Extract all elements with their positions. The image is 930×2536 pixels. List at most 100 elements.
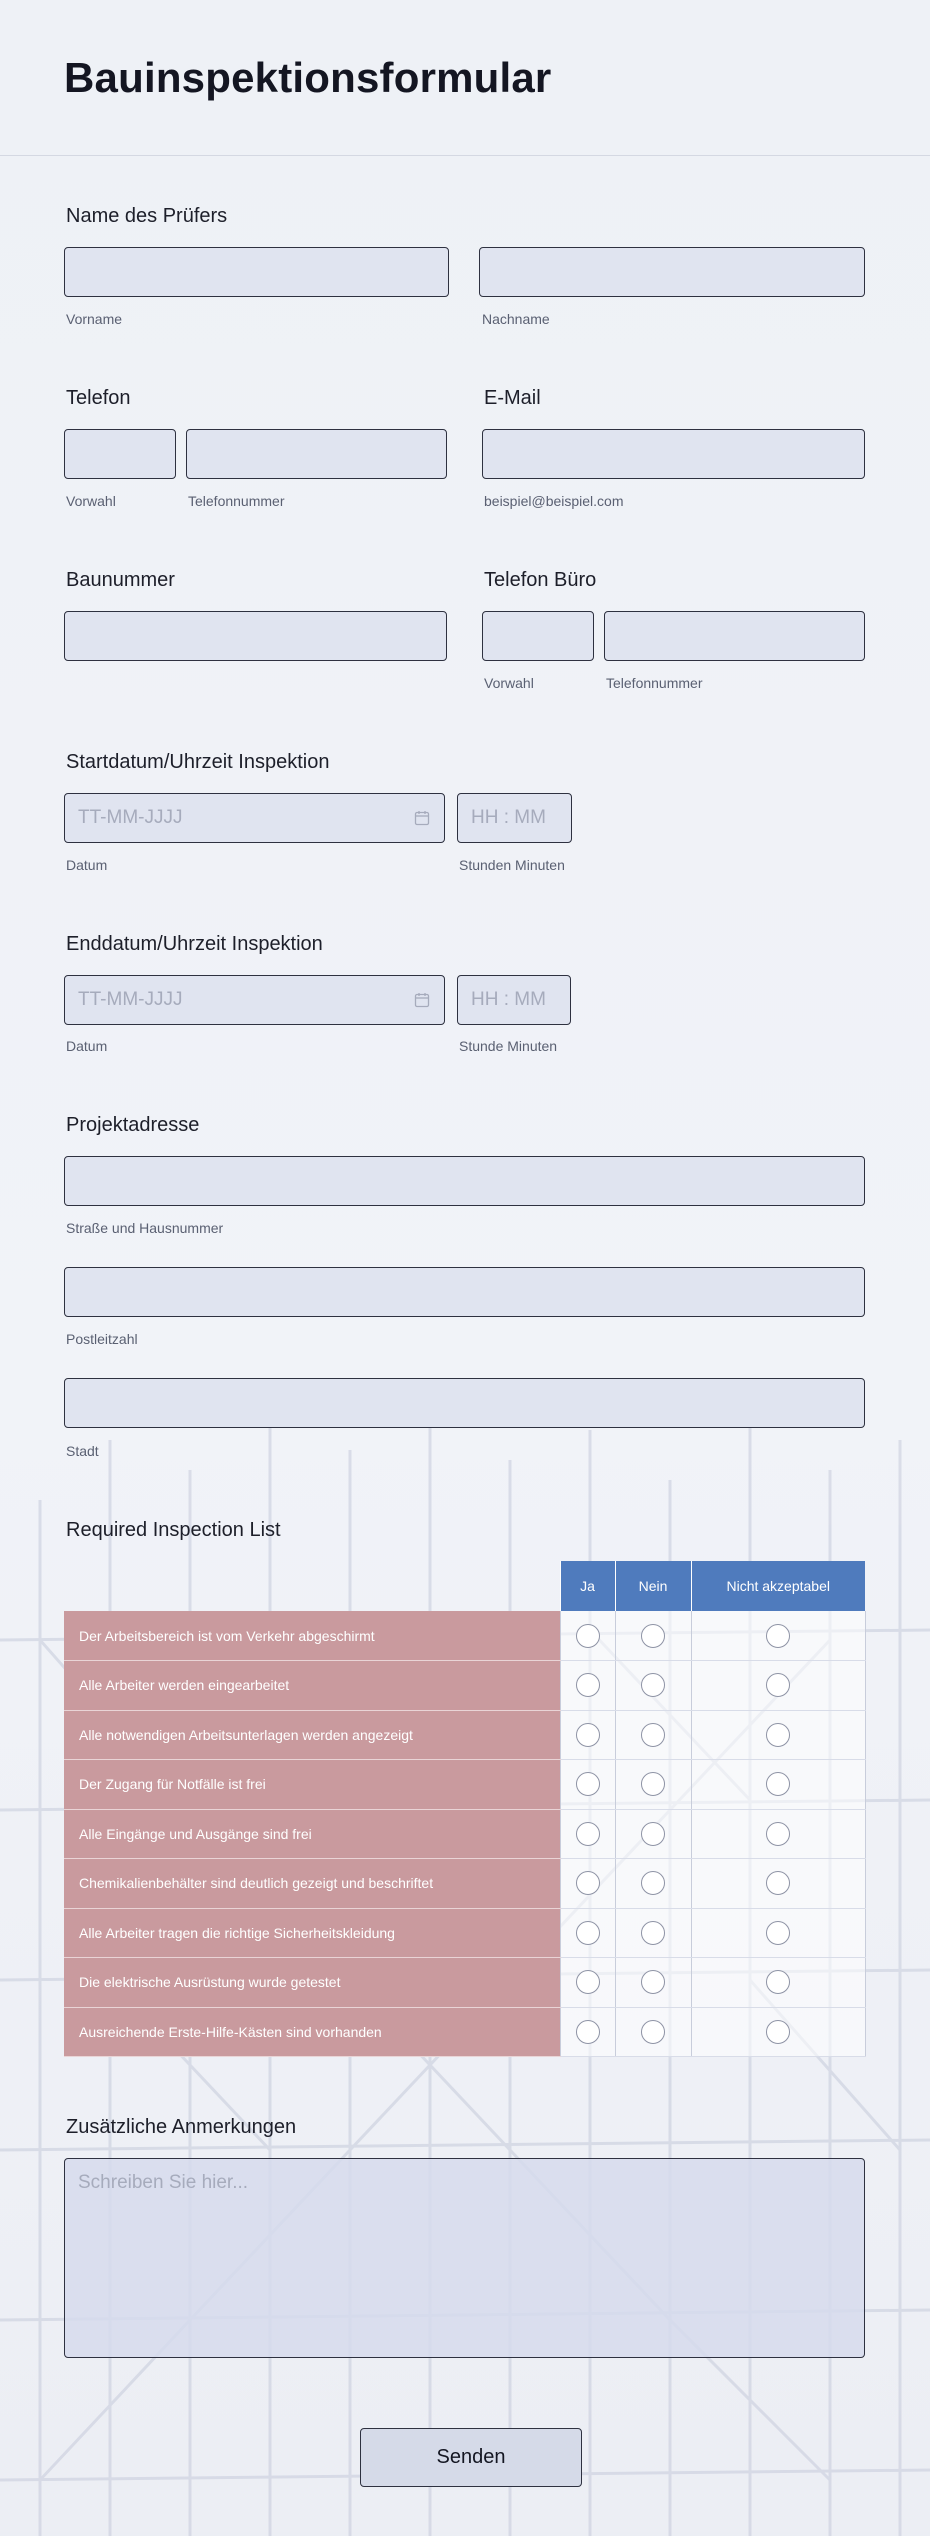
- additional-notes-textarea[interactable]: Schreiben Sie hier...: [64, 2158, 865, 2358]
- office-phone-label: Telefon Büro: [484, 569, 597, 591]
- radio-button[interactable]: [766, 1970, 790, 1995]
- matrix-row: Chemikalienbehälter sind deutlich gezeig…: [64, 1858, 866, 1909]
- matrix-cell: [559, 1809, 615, 1859]
- inspection-list-label: Required Inspection List: [66, 1519, 281, 1541]
- last-name-input[interactable]: [479, 247, 865, 297]
- radio-button[interactable]: [641, 1920, 665, 1945]
- matrix-row: Der Arbeitsbereich ist vom Verkehr abges…: [64, 1611, 866, 1661]
- matrix-cell: [690, 2007, 866, 2057]
- phone-area-code-input[interactable]: [64, 429, 176, 479]
- form-title: Bauinspektionsformular: [64, 54, 552, 101]
- radio-button[interactable]: [575, 1623, 600, 1648]
- matrix-row-label: Alle Arbeiter tragen die richtige Sicher…: [64, 1908, 560, 1958]
- last-name-sublabel: Nachname: [482, 311, 550, 327]
- matrix-cell: [690, 1908, 866, 1958]
- phone-number-input[interactable]: [186, 429, 447, 479]
- matrix-cell: [559, 1759, 615, 1810]
- matrix-cell: [614, 1611, 691, 1661]
- radio-button[interactable]: [766, 2019, 790, 2044]
- matrix-cell: [614, 1957, 691, 2008]
- matrix-row-label: Der Zugang für Notfälle ist frei: [64, 1759, 560, 1810]
- radio-button[interactable]: [575, 1673, 600, 1698]
- matrix-row-label: Die elektrische Ausrüstung wurde geteste…: [64, 1957, 560, 2008]
- matrix-cell: [559, 1660, 615, 1711]
- email-input[interactable]: [482, 429, 865, 479]
- matrix-column-header: Nicht akzeptabel: [690, 1561, 865, 1611]
- first-name-input[interactable]: [64, 247, 449, 297]
- inspector-name-label: Name des Prüfers: [66, 205, 228, 227]
- radio-button[interactable]: [641, 1821, 665, 1846]
- radio-button[interactable]: [766, 1821, 790, 1846]
- matrix-cell: [614, 1908, 691, 1958]
- radio-button[interactable]: [766, 1871, 790, 1896]
- matrix-cell: [690, 1858, 866, 1909]
- matrix-row: Alle Arbeiter werden eingearbeitet: [64, 1660, 866, 1711]
- matrix-cell: [559, 1957, 615, 2008]
- radio-button[interactable]: [766, 1722, 790, 1747]
- matrix-row: Ausreichende Erste-Hilfe-Kästen sind vor…: [64, 2007, 866, 2057]
- radio-button[interactable]: [575, 2019, 600, 2044]
- radio-button[interactable]: [641, 1673, 665, 1698]
- email-sublabel: beispiel@beispiel.com: [484, 493, 624, 509]
- zip-code-input[interactable]: [64, 1267, 865, 1317]
- matrix-cell: [690, 1759, 866, 1810]
- matrix-row-label: Der Arbeitsbereich ist vom Verkehr abges…: [64, 1611, 560, 1661]
- radio-button[interactable]: [641, 1871, 665, 1896]
- radio-button[interactable]: [766, 1623, 790, 1648]
- matrix-cell: [559, 2007, 615, 2057]
- end-date-sublabel: Datum: [66, 1038, 108, 1054]
- matrix-cell: [614, 2007, 691, 2057]
- matrix-row: Der Zugang für Notfälle ist frei: [64, 1759, 866, 1810]
- radio-button[interactable]: [575, 1871, 600, 1896]
- matrix-cell: [559, 1710, 615, 1760]
- matrix-cell: [614, 1759, 691, 1810]
- start-date-input[interactable]: TT-MM-JJJJ: [64, 793, 445, 843]
- notes-placeholder: Schreiben Sie hier...: [78, 2172, 249, 2193]
- inspection-matrix: Ja Nein Nicht akzeptabel Der Arbeitsbere…: [64, 1561, 866, 2057]
- radio-button[interactable]: [641, 1623, 665, 1648]
- radio-button[interactable]: [766, 1920, 790, 1945]
- street-input[interactable]: [64, 1156, 865, 1206]
- build-number-label: Baunummer: [66, 569, 175, 591]
- radio-button[interactable]: [766, 1772, 790, 1797]
- matrix-row: Alle notwendigen Arbeitsunterlagen werde…: [64, 1710, 866, 1760]
- radio-button[interactable]: [641, 2019, 665, 2044]
- matrix-row: Alle Eingänge und Ausgänge sind frei: [64, 1809, 866, 1859]
- matrix-column-header: Ja: [559, 1561, 615, 1611]
- radio-button[interactable]: [641, 1772, 665, 1797]
- office-phone-area-input[interactable]: [482, 611, 594, 661]
- start-time-sublabel: Stunden Minuten: [459, 857, 565, 873]
- form-header: Bauinspektionsformular: [0, 0, 930, 156]
- end-date-input[interactable]: TT-MM-JJJJ: [64, 975, 445, 1025]
- city-sublabel: Stadt: [66, 1443, 99, 1459]
- city-input[interactable]: [64, 1378, 865, 1428]
- radio-button[interactable]: [641, 1722, 665, 1747]
- radio-button[interactable]: [575, 1821, 600, 1846]
- matrix-cell: [690, 1660, 866, 1711]
- radio-button[interactable]: [575, 1970, 600, 1995]
- calendar-icon[interactable]: [414, 810, 430, 826]
- end-time-input[interactable]: HH : MM: [457, 975, 571, 1025]
- end-datetime-label: Enddatum/Uhrzeit Inspektion: [66, 933, 323, 955]
- radio-button[interactable]: [575, 1722, 600, 1747]
- matrix-cell: [614, 1858, 691, 1909]
- radio-button[interactable]: [575, 1772, 600, 1797]
- matrix-row-label: Ausreichende Erste-Hilfe-Kästen sind vor…: [64, 2007, 560, 2057]
- matrix-cell: [559, 1858, 615, 1909]
- phone-number-sublabel: Telefonnummer: [188, 493, 285, 509]
- start-time-input[interactable]: HH : MM: [457, 793, 572, 843]
- matrix-cell: [614, 1660, 691, 1711]
- end-date-placeholder: TT-MM-JJJJ: [78, 989, 183, 1010]
- office-phone-number-input[interactable]: [604, 611, 865, 661]
- project-address-label: Projektadresse: [66, 1114, 200, 1136]
- build-number-input[interactable]: [64, 611, 447, 661]
- submit-button[interactable]: Senden: [360, 2428, 582, 2487]
- radio-button[interactable]: [766, 1673, 790, 1698]
- matrix-row: Die elektrische Ausrüstung wurde geteste…: [64, 1957, 866, 2008]
- radio-button[interactable]: [641, 1970, 665, 1995]
- start-datetime-label: Startdatum/Uhrzeit Inspektion: [66, 751, 330, 773]
- radio-button[interactable]: [575, 1920, 600, 1945]
- matrix-cell: [690, 1611, 866, 1661]
- calendar-icon[interactable]: [414, 992, 430, 1008]
